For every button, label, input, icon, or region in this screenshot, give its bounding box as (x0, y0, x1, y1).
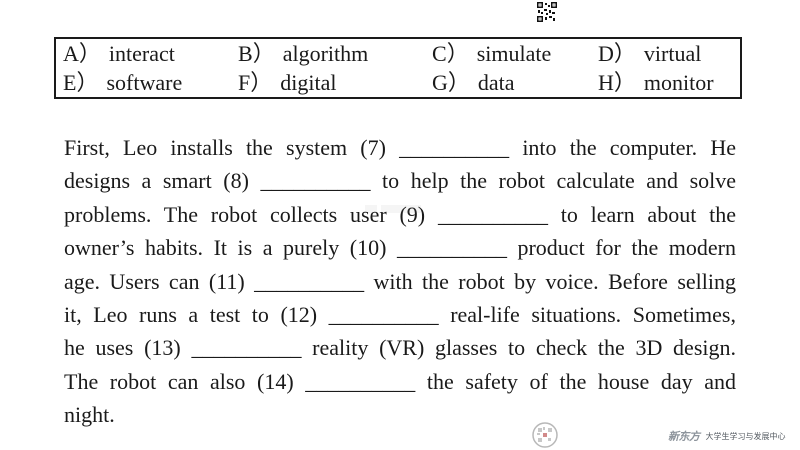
passage-line: The robot can also (14) __________ the s… (64, 365, 736, 398)
option-word: virtual (643, 41, 702, 66)
option-word: digital (280, 70, 337, 95)
option-paren: ） (446, 41, 469, 66)
option-word: monitor (643, 70, 714, 95)
passage-text: to help the robot calculate and solve (370, 168, 737, 194)
qr-code-icon (537, 2, 557, 22)
answer-blank[interactable]: __________ (254, 268, 365, 294)
logo-text: 大学生学习与发展中心 (705, 431, 786, 441)
option-letter: F (238, 70, 251, 95)
passage-text: it, Leo runs a test to (12) (64, 301, 329, 327)
passage-text: product for the modern (506, 235, 736, 261)
word-option-g: G） data (432, 71, 515, 95)
passage-text: the safety of the house day and (415, 368, 736, 394)
answer-blank[interactable]: __________ (305, 368, 416, 394)
word-option-a: A） interact (63, 42, 175, 66)
option-paren: ） (252, 41, 275, 66)
logo-mark: 新东方 (668, 430, 700, 443)
passage-line: age. Users can (11) __________ with the … (64, 265, 736, 298)
passage-text: owner’s habits. It is a purely (10) (64, 235, 397, 261)
word-option-b: B） algorithm (238, 42, 368, 66)
option-word: software (106, 70, 183, 95)
option-paren: ） (447, 70, 470, 95)
option-letter: D (598, 41, 614, 66)
passage: First, Leo installs the system (7) _____… (64, 131, 736, 432)
option-word: algorithm (282, 41, 369, 66)
option-paren: ） (613, 41, 636, 66)
answer-blank[interactable]: __________ (191, 335, 302, 361)
passage-line: First, Leo installs the system (7) _____… (64, 131, 736, 164)
watermark-icon (365, 205, 421, 213)
option-letter: E (63, 70, 77, 95)
passage-text: he uses (13) (64, 335, 192, 361)
passage-line: he uses (13) __________ reality (VR) gla… (64, 331, 736, 364)
option-word: simulate (476, 41, 552, 66)
seal-icon (532, 422, 558, 448)
passage-text: age. Users can (11) (64, 268, 255, 294)
word-option-d: D） virtual (598, 42, 701, 66)
option-letter: B (238, 41, 253, 66)
passage-text: into the computer. He (509, 135, 736, 160)
option-word: data (477, 70, 515, 95)
passage-line: it, Leo runs a test to (12) __________ r… (64, 298, 736, 331)
passage-text: real-life situations. Sometimes, (438, 301, 736, 327)
option-paren: ） (250, 70, 273, 95)
option-paren: ） (76, 70, 99, 95)
passage-line: designs a smart (8) __________ to help t… (64, 164, 736, 197)
passage-text: problems. The robot collects user (9) (64, 201, 438, 227)
passage-text: night. (64, 402, 115, 428)
answer-blank[interactable]: __________ (328, 301, 439, 327)
answer-blank[interactable]: __________ (437, 201, 548, 227)
answer-blank[interactable]: __________ (396, 235, 507, 261)
option-letter: C (432, 41, 447, 66)
option-word: interact (108, 41, 175, 66)
passage-text: reality (VR) glasses to check the 3D des… (301, 335, 736, 361)
answer-blank[interactable]: __________ (399, 135, 510, 160)
word-option-h: H） monitor (598, 71, 714, 95)
answer-blank[interactable]: __________ (260, 168, 371, 194)
option-paren: ） (78, 41, 101, 66)
passage-text: designs a smart (8) (64, 168, 261, 194)
option-letter: G (432, 70, 448, 95)
word-option-f: F） digital (238, 71, 336, 95)
passage-text: First, Leo installs the system (7) (64, 135, 400, 160)
passage-text: The robot can also (14) (64, 368, 306, 394)
word-option-e: E） software (63, 71, 182, 95)
option-letter: A (63, 41, 79, 66)
option-paren: ） (613, 70, 636, 95)
passage-line: problems. The robot collects user (9) __… (64, 198, 736, 231)
passage-text: to learn about the (547, 201, 736, 227)
passage-text: with the robot by voice. Before selling (364, 268, 737, 294)
option-letter: H (598, 70, 614, 95)
word-option-c: C） simulate (432, 42, 551, 66)
publisher-logo: 新东方 大学生学习与发展中心 (668, 428, 786, 444)
passage-line: night. (64, 398, 736, 431)
passage-line: owner’s habits. It is a purely (10) ____… (64, 231, 736, 264)
